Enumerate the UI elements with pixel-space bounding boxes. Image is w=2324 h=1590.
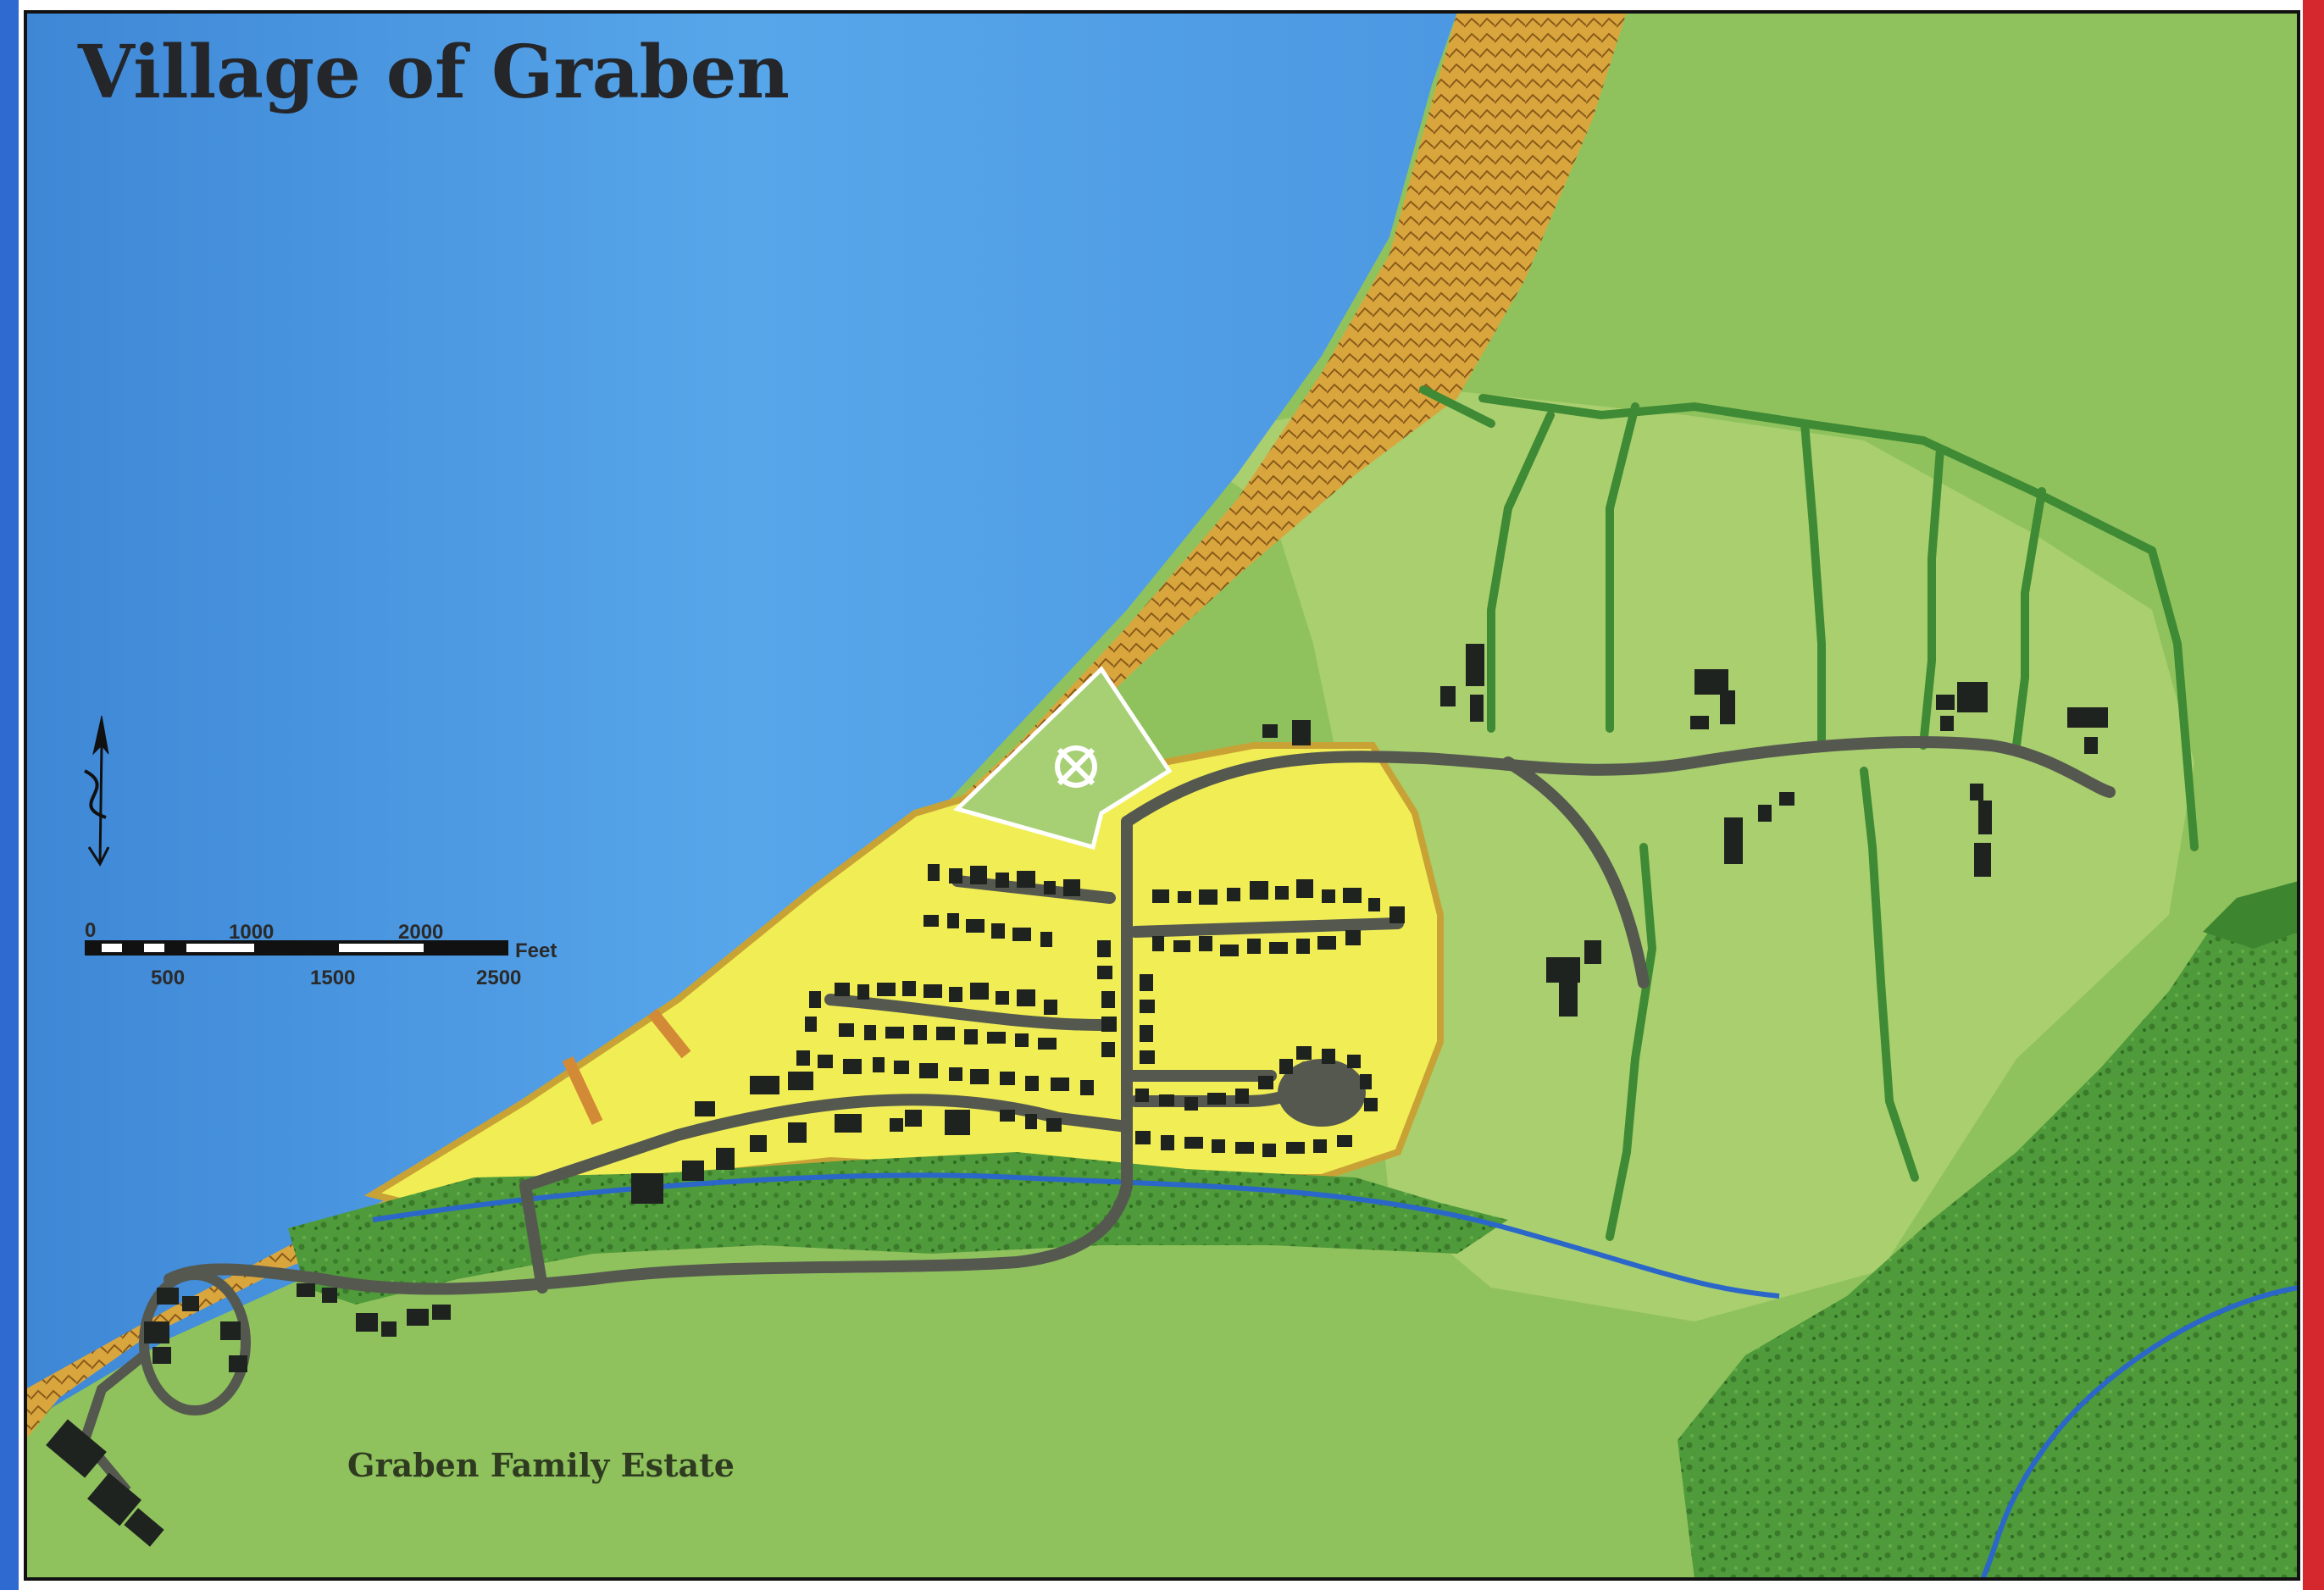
left-border-strip (0, 0, 19, 1590)
shore-cliffs (398, 12, 1627, 1220)
pier (647, 1008, 691, 1059)
roads (164, 736, 2116, 1295)
shrine-enclosure (953, 666, 1173, 850)
east-river (1980, 1285, 2299, 1581)
scale-label-2000: 2000 (398, 921, 443, 944)
estate-drive (79, 1351, 147, 1494)
lake-water (25, 12, 1457, 1423)
scale-bar: 0 1000 2000 Feet 500 1500 2500 (85, 919, 557, 989)
scale-label-2500: 2500 (476, 967, 521, 989)
north-arrow-icon (84, 715, 110, 867)
scale-label-1000: 1000 (229, 921, 274, 944)
scale-label-1500: 1500 (310, 967, 355, 989)
hedgerows (1419, 385, 2199, 1241)
scale-label-0: 0 (85, 919, 96, 942)
pier (562, 1056, 603, 1125)
cul-de-sac-loop (1278, 1059, 1366, 1127)
eastern-forest (1678, 889, 2299, 1579)
right-border-strip (2303, 0, 2324, 1590)
shrine-symbol-icon (1055, 745, 1097, 788)
shrine-cross-icon (1057, 747, 1095, 786)
buildings (46, 644, 2108, 1547)
scale-unit-label: Feet (515, 939, 557, 962)
east-forest-patch (2203, 881, 2299, 949)
scale-label-500: 500 (151, 967, 185, 989)
map-frame (24, 10, 2300, 1581)
estate-label: Graben Family Estate (347, 1446, 735, 1484)
river (372, 1172, 1780, 1299)
upper-field (1440, 12, 2299, 915)
map-title: Village of Graben (77, 30, 790, 115)
